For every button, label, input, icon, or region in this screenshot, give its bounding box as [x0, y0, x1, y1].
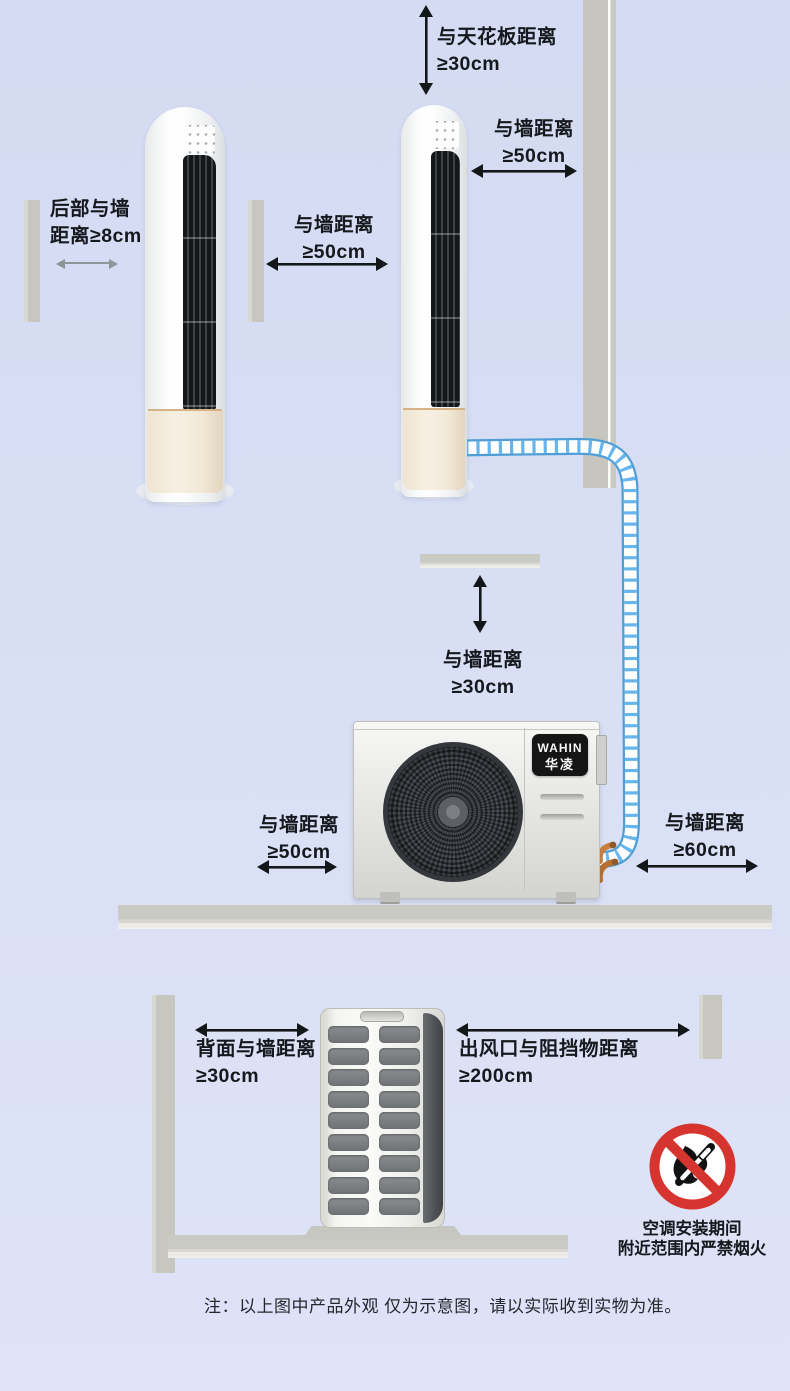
vent-cell [328, 1155, 369, 1172]
label-line: ≥30cm [196, 1065, 260, 1087]
ceiling-bar-outdoor [420, 554, 540, 568]
indoor-unit-left-control-panel [184, 125, 215, 155]
floor-outdoor [118, 905, 772, 929]
arrow-back-to-wall [196, 1023, 308, 1037]
copper-fitting-top [596, 842, 615, 864]
vent-cell [328, 1090, 369, 1108]
vent-cell [328, 1026, 369, 1043]
label-line: 距离≥8cm [50, 225, 142, 247]
label-line: ≥50cm [502, 145, 566, 167]
vent-cell [379, 1047, 420, 1065]
warning-line: 附近范围内严禁烟火 [617, 1240, 767, 1258]
arrow-ceiling-distance [419, 6, 433, 94]
label-line: ≥200cm [459, 1065, 534, 1087]
indoor-unit-left-base [147, 411, 223, 493]
no-fire-icon [649, 1123, 736, 1210]
vent-cell [328, 1069, 369, 1086]
label-line: 与墙距离 [664, 812, 745, 834]
top-view-fan-side [423, 1013, 443, 1223]
indoor-unit-left-grille [183, 155, 216, 410]
label-line: 后部与墙 [50, 198, 131, 220]
side-vent-bottom [540, 814, 584, 820]
brand-name-en: WAHIN [537, 741, 583, 755]
label-line: ≥50cm [302, 241, 366, 263]
vent-cell [328, 1112, 369, 1129]
outdoor-unit-top-seam [354, 729, 599, 730]
vent-cell [379, 1026, 420, 1043]
vent-cell [379, 1133, 420, 1151]
wall-bottom-right [699, 995, 722, 1059]
arrow-rear-wall [57, 258, 117, 269]
vent-cell [379, 1176, 420, 1194]
fan-grille [383, 742, 523, 882]
label-rear-wall: 后部与墙 距离≥8cm [50, 196, 142, 250]
indoor-unit-left [136, 107, 234, 505]
arrow-wall-mid [267, 257, 387, 271]
label-outdoor-above: 与墙距离 ≥30cm [435, 647, 531, 701]
indoor-unit-right [394, 105, 474, 499]
label-wall-mid: 与墙距离 ≥50cm [286, 212, 382, 266]
label-wall-top-right: 与墙距离 ≥50cm [489, 116, 579, 170]
brand-badge: WAHIN 华凌 [532, 734, 588, 776]
label-line: 背面与墙距离 [196, 1038, 317, 1060]
warning-text: 空调安装期间 附近范围内严禁烟火 [598, 1219, 786, 1259]
indoor-unit-right-base [403, 410, 465, 490]
vent-cell [328, 1133, 369, 1151]
warning-line: 空调安装期间 [642, 1220, 742, 1238]
top-view-vent-grid [328, 1026, 420, 1215]
side-vent-top [540, 794, 584, 800]
vent-cell [379, 1155, 420, 1172]
footnote: 注：以上图中产品外观 仅为示意图，请以实际收到实物为准。 [204, 1297, 682, 1316]
pipe-bracket [596, 735, 607, 785]
indoor-unit-right-control-panel [431, 121, 459, 149]
arrow-outdoor-left [258, 860, 336, 874]
label-line: 与天花板距离 [437, 26, 558, 48]
label-line: ≥30cm [437, 53, 501, 75]
label-line: 与墙距离 [493, 118, 574, 140]
arrow-outlet-clearance [457, 1023, 689, 1037]
label-outlet-clearance: 出风口与阻挡物距离 ≥200cm [459, 1036, 639, 1090]
vent-cell [328, 1047, 369, 1065]
flame-glyph [673, 1146, 708, 1184]
match-glyph [675, 1143, 715, 1186]
label-ceiling-distance: 与天花板距离 ≥30cm [437, 24, 557, 78]
vent-cell [379, 1069, 420, 1086]
vent-cell [379, 1198, 420, 1215]
label-line: 与墙距离 [293, 214, 374, 236]
vent-cell [328, 1198, 369, 1215]
label-line: ≥30cm [451, 676, 515, 698]
vent-cell [328, 1176, 369, 1194]
outdoor-unit: WAHIN 华凌 [353, 721, 607, 904]
vent-cell [379, 1090, 420, 1108]
indoor-unit-left-trim [148, 409, 222, 411]
arrow-outdoor-right [637, 859, 757, 873]
outdoor-unit-foot-left [380, 892, 400, 904]
label-outdoor-right: 与墙距离 ≥60cm [661, 810, 749, 864]
label-line: ≥50cm [267, 841, 331, 863]
copper-fitting-bottom [596, 859, 617, 883]
wall-strip-middle [248, 200, 264, 322]
outdoor-unit-panel-seam [524, 728, 525, 890]
label-line: 出风口与阻挡物距离 [459, 1038, 640, 1060]
arrow-outdoor-above [473, 576, 487, 632]
label-line: ≥60cm [673, 839, 737, 861]
indoor-unit-right-trim [403, 408, 465, 410]
indoor-unit-right-grille [431, 151, 460, 407]
top-view-handle [360, 1011, 404, 1022]
label-outdoor-left: 与墙距离 ≥50cm [256, 812, 342, 866]
label-back-to-wall: 背面与墙距离 ≥30cm [196, 1036, 316, 1090]
outdoor-unit-top-view [320, 1008, 445, 1228]
label-line: 与墙距离 [442, 649, 523, 671]
outdoor-unit-pedestal [302, 1226, 464, 1239]
vent-cell [379, 1112, 420, 1129]
outdoor-unit-foot-right [556, 892, 576, 904]
arrow-wall-top-right [472, 164, 576, 178]
floor-bottom [168, 1235, 568, 1258]
wall-right-tall [583, 0, 616, 488]
wall-bottom-left [152, 995, 175, 1273]
wall-strip-rear [24, 200, 40, 322]
brand-name-cn: 华凌 [544, 757, 575, 772]
label-line: 与墙距离 [258, 814, 339, 836]
